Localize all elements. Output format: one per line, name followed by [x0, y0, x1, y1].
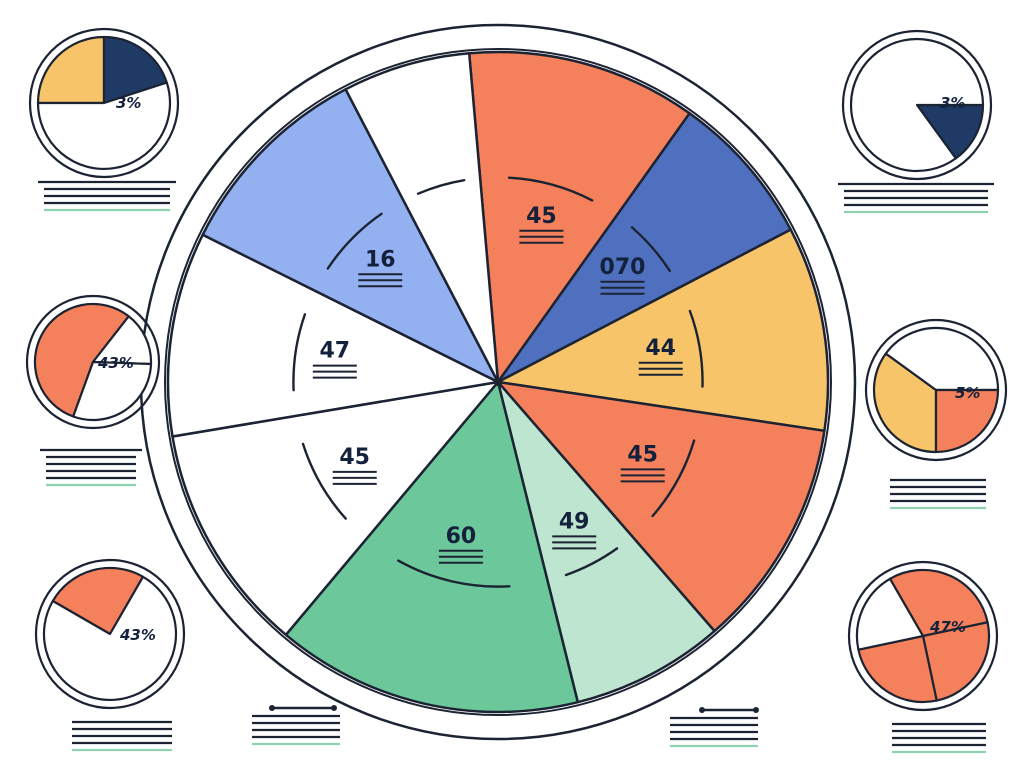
legend-lines-5 [892, 722, 986, 754]
pie-slice-9 [344, 52, 500, 384]
slice-inner-arc-3 [651, 439, 696, 518]
pie-slice-1 [496, 112, 792, 384]
mini-pie-5: 5% [864, 318, 1008, 462]
mini-pie-slice [855, 577, 925, 651]
legend-lines-0 [38, 180, 176, 212]
bottom-bar-0 [269, 705, 337, 711]
mini-pie-charts: 3% 43% 43% 3% 5% 47% [25, 27, 1008, 712]
mini-pie-slice [36, 81, 172, 170]
slice-inner-arc-0 [507, 176, 594, 202]
mini-pie-ring [847, 560, 999, 712]
mini-pie-slice [921, 621, 991, 702]
mini-pie-slice [849, 37, 985, 173]
mini-pie-ring [34, 558, 186, 710]
slice-value-label-0: 45 [526, 204, 557, 229]
legend-lines-7 [670, 716, 758, 748]
mini-pie-slice [51, 566, 145, 636]
pie-slice-8 [201, 88, 500, 384]
mini-pie-slice [36, 35, 106, 105]
legend-lines-2 [72, 720, 172, 752]
legend-lines-3 [838, 182, 994, 214]
slice-inner-arc-8 [326, 212, 383, 270]
inner-ring [164, 48, 832, 716]
slice-inner-arc-5 [397, 559, 511, 588]
mini-pie-ring [25, 294, 161, 430]
slice-inner-arc-4 [564, 547, 619, 577]
slice-value-label-5: 60 [446, 524, 477, 549]
pie-slice-7 [166, 233, 500, 438]
mini-pie-ring [864, 318, 1008, 462]
mini-pie-annotation: 43% [119, 626, 156, 644]
mini-pie-slice [72, 360, 153, 422]
pie-slice-5 [284, 380, 580, 714]
slice-inner-arc-7 [292, 313, 307, 392]
slice-value-label-7: 47 [319, 339, 350, 364]
mini-pie-annotation: 3% [940, 94, 965, 112]
legend-lines-6 [252, 714, 340, 746]
pie-slice-6 [171, 380, 500, 637]
pie-slice-2 [496, 228, 830, 433]
decorative-lines [38, 180, 994, 754]
legend-lines-4 [890, 478, 986, 510]
slice-inner-arc-2 [688, 309, 704, 388]
slice-inner-arc-9 [416, 179, 466, 195]
mini-pie-slice [884, 326, 1000, 392]
mini-pie-ring [28, 27, 180, 179]
mini-pie-slice [102, 35, 168, 105]
mini-pie-2: 43% [25, 294, 161, 430]
mini-pie-slice [872, 352, 938, 454]
legend-lines-1 [40, 448, 142, 487]
slice-value-label-3: 45 [627, 442, 658, 467]
mini-pie-3: 43% [34, 558, 186, 710]
bottom-bar-1 [699, 707, 759, 713]
slice-inner-arc-6 [301, 442, 347, 520]
mini-pie-annotation: 3% [116, 94, 141, 112]
mini-pie-annotation: 43% [97, 354, 134, 372]
mini-pie-slice [42, 575, 178, 701]
mini-pie-6: 47% [847, 560, 999, 712]
mini-pie-annotation: 5% [955, 384, 980, 402]
pie-center [494, 378, 502, 386]
slice-value-label-1: 070 [600, 255, 646, 280]
mini-pie-ring [841, 29, 993, 181]
slice-inner-arc-1 [630, 226, 671, 273]
mini-pie-slice [33, 302, 130, 418]
pie-slice-4 [496, 380, 716, 704]
mini-pie-slice [915, 103, 985, 160]
slice-value-label-6: 45 [339, 445, 370, 470]
slice-value-label-4: 49 [559, 509, 590, 534]
mini-pie-annotation: 47% [929, 618, 966, 636]
slice-value-label-2: 44 [645, 336, 676, 361]
mini-pie-1: 3% [28, 27, 180, 179]
mini-pie-4: 3% [841, 29, 993, 181]
main-pie-chart: 45 070 44 45 49 60 45 47 16 [139, 23, 857, 741]
pie-slice-0 [467, 50, 691, 384]
slice-value-label-8: 16 [365, 247, 396, 272]
mini-pie-slice [934, 388, 1000, 454]
mini-pie-slice [857, 634, 938, 704]
